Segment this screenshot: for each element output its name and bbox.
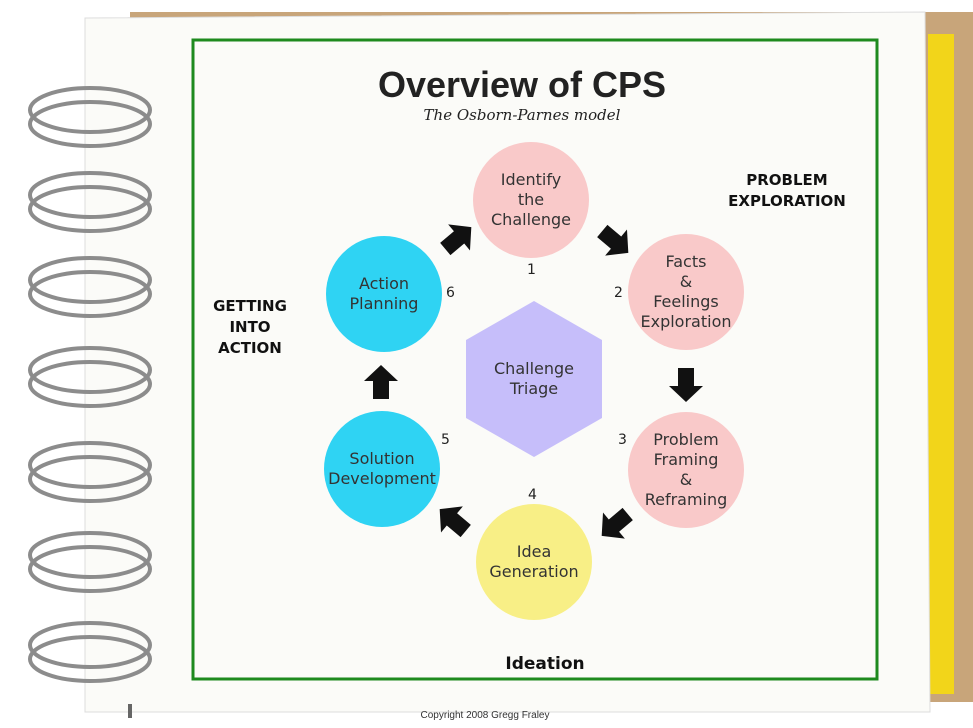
page-title: Overview of CPS (377, 64, 667, 105)
phase-ideation: Ideation (505, 654, 585, 674)
arrow-2-to-3 (669, 368, 703, 402)
stage-label-identify: Identify the Challenge (491, 170, 571, 229)
green-frame (191, 38, 879, 681)
stage-circle-action (326, 236, 442, 352)
phase-problem-exploration: PROBLEM EXPLORATION (728, 171, 846, 210)
stage-number-1: 1 (527, 262, 536, 278)
binder-pin (128, 704, 132, 718)
stage-label-solution: Solution Development (328, 449, 436, 488)
spiral-binding (28, 86, 152, 683)
arrow-6-to-1 (440, 224, 472, 256)
stage-number-5: 5 (441, 432, 450, 448)
phase-getting-into-action: GETTING INTO ACTION (213, 297, 287, 357)
stage-circle-identify (473, 142, 589, 258)
arrow-1-to-2 (597, 224, 629, 256)
stage-circle-idea (476, 504, 592, 620)
stage-label-framing: Problem Framing & Reframing (644, 430, 728, 509)
stage-label-action: Action Planning (349, 274, 419, 313)
yellow-tab (928, 34, 954, 694)
stage-circle-framing (628, 412, 744, 528)
stage-number-2: 2 (614, 285, 623, 301)
stage-number-3: 3 (618, 432, 627, 448)
copyright-text: Copyright 2008 Gregg Fraley (420, 710, 550, 721)
flow-arrows (364, 224, 703, 539)
center-hexagon (466, 301, 602, 457)
stage-number-4: 4 (528, 487, 537, 503)
stage-label-idea: Idea Generation (489, 542, 579, 581)
page-subtitle: The Osborn-Parnes model (423, 106, 621, 124)
arrow-5-to-6 (364, 365, 398, 399)
stage-label-facts: Facts & Feelings Exploration (640, 252, 732, 331)
center-label: Challenge Triage (494, 359, 574, 398)
arrow-3-to-4 (601, 507, 633, 539)
stage-circle-facts (628, 234, 744, 350)
stage-circle-solution (324, 411, 440, 527)
arrow-4-to-5 (439, 506, 471, 538)
stage-number-6: 6 (446, 285, 455, 301)
